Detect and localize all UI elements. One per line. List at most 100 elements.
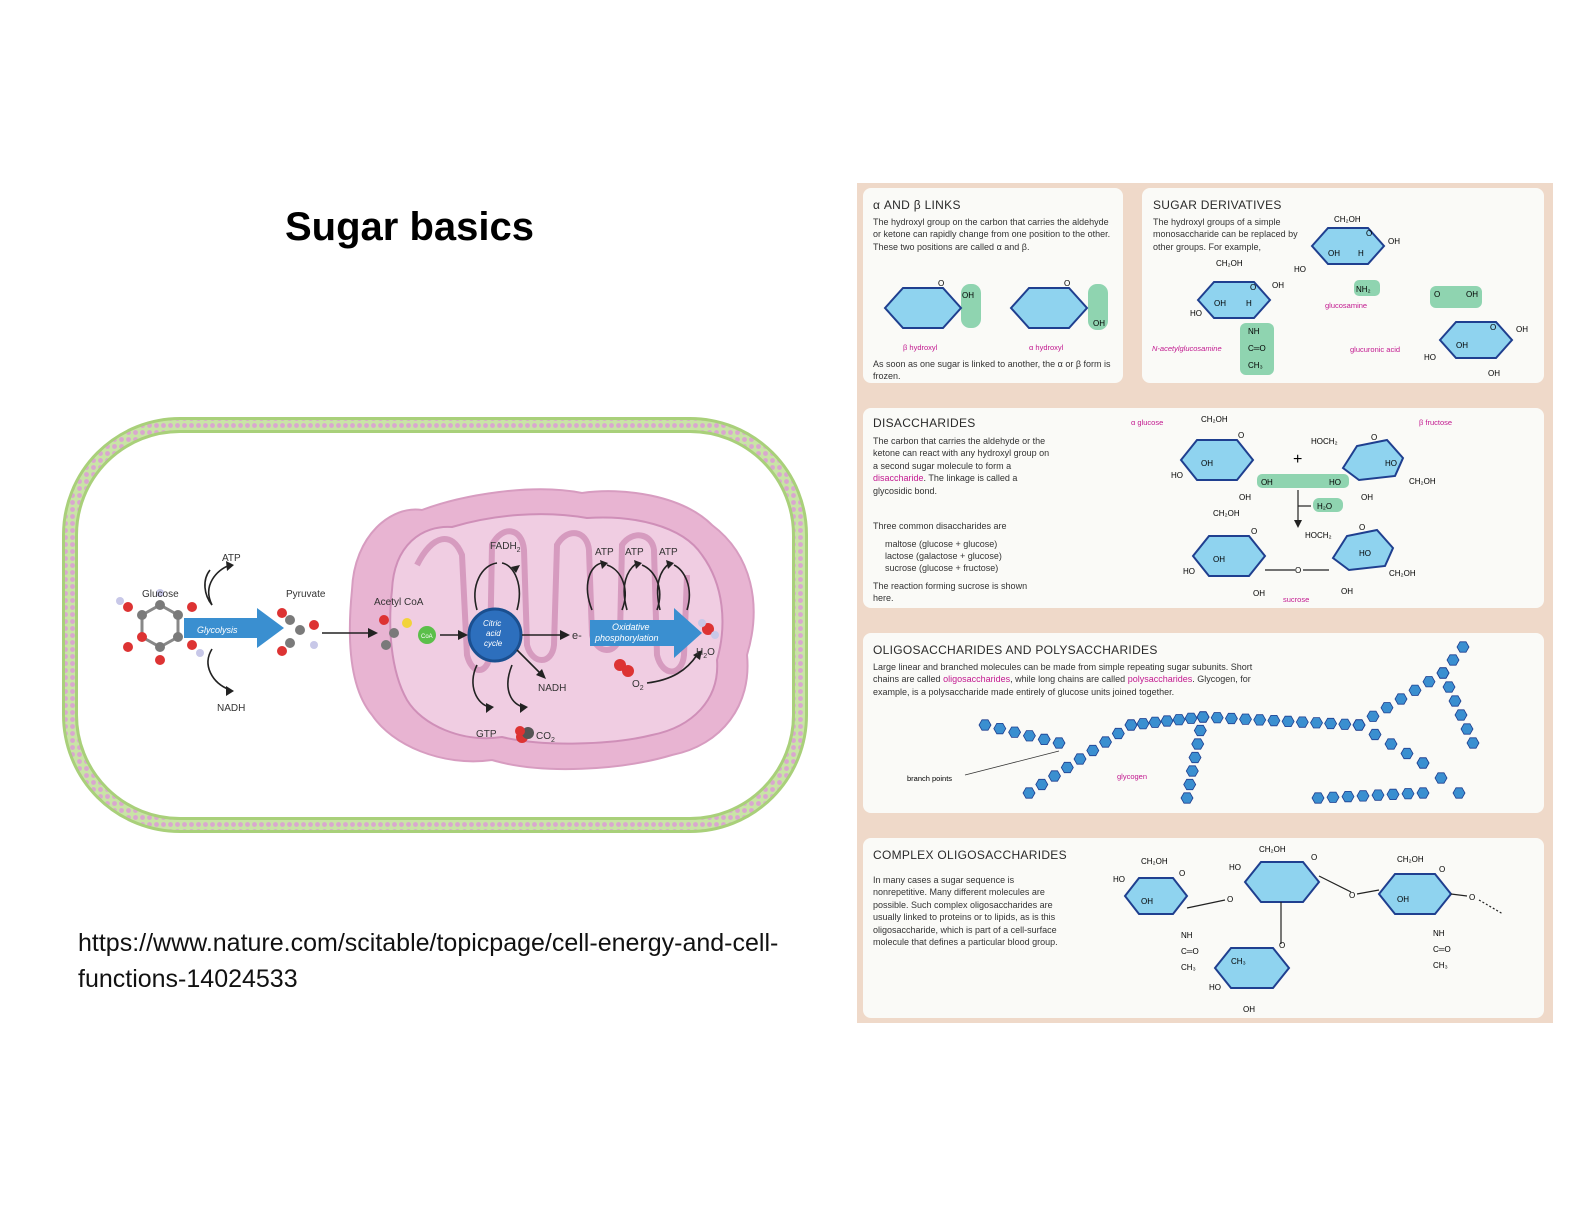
svg-text:CH₂OH: CH₂OH xyxy=(1389,569,1416,578)
glycogen-unit xyxy=(1338,718,1352,730)
svg-text:CH₃: CH₃ xyxy=(1231,957,1246,966)
glycogen-unit xyxy=(1191,738,1205,750)
glucose-molecule xyxy=(116,589,204,665)
pyruvate-label: Pyruvate xyxy=(286,589,326,600)
svg-text:OH: OH xyxy=(1239,493,1251,502)
alpha-glucose-label: α glucose xyxy=(1131,418,1163,427)
glucosamine-label: glucosamine xyxy=(1325,301,1367,310)
complex-ring-1 xyxy=(1123,877,1189,915)
complex-box: COMPLEX OLIGOSACCHARIDES In many cases a… xyxy=(863,838,1544,1018)
svg-text:O: O xyxy=(1349,891,1355,900)
cell-respiration-diagram: Glucose Glycolysis ATP NADH Pyruvate CoA… xyxy=(62,417,808,833)
svg-text:CH₂OH: CH₂OH xyxy=(1259,845,1286,854)
glycogen-unit xyxy=(1341,790,1355,803)
glycogen-unit xyxy=(1371,789,1385,801)
glycogen-unit xyxy=(1442,681,1456,693)
svg-text:C═O: C═O xyxy=(1433,945,1451,954)
atp-label-2: ATP xyxy=(625,547,644,558)
glycogen-unit xyxy=(1183,778,1197,791)
glycogen-unit xyxy=(1008,726,1022,738)
svg-text:CH₂OH: CH₂OH xyxy=(1409,477,1436,486)
svg-text:HO: HO xyxy=(1171,471,1183,480)
svg-text:CH₂OH: CH₂OH xyxy=(1213,509,1240,518)
derivatives-text: The hydroxyl groups of a simple monosacc… xyxy=(1153,217,1298,252)
source-url[interactable]: https://www.nature.com/scitable/topicpag… xyxy=(78,929,779,993)
oligo-text: Large linear and branched molecules can … xyxy=(873,662,1253,697)
svg-text:CH₃: CH₃ xyxy=(1181,963,1196,972)
svg-text:OH: OH xyxy=(1201,459,1213,468)
glycogen-unit xyxy=(1311,792,1325,804)
svg-text:O: O xyxy=(1371,433,1377,442)
svg-text:OH: OH xyxy=(1388,237,1400,246)
svg-text:OH: OH xyxy=(1093,319,1105,328)
glycogen-unit xyxy=(1124,719,1138,731)
glucosamine-ring xyxy=(1310,227,1386,265)
glycogen-unit xyxy=(1394,693,1408,705)
glycogen-unit xyxy=(1400,747,1414,760)
glycogen-unit xyxy=(1460,723,1474,735)
glycogen-unit xyxy=(1099,736,1112,748)
h2o-molecule xyxy=(698,619,719,639)
complex-text: In many cases a sugar sequence is nonrep… xyxy=(873,875,1058,948)
glycogen-unit xyxy=(1239,713,1252,725)
glycogen-unit xyxy=(1281,715,1295,727)
glycogen-unit xyxy=(1185,765,1199,777)
glycogen-unit xyxy=(1253,714,1267,726)
glycogen-unit xyxy=(1224,712,1238,725)
svg-text:HO: HO xyxy=(1183,567,1195,576)
glycogen-unit xyxy=(1446,654,1460,666)
oligo-box: OLIGOSACCHARIDES AND POLYSACCHARIDES Lar… xyxy=(863,633,1544,813)
svg-text:O: O xyxy=(1439,865,1445,874)
svg-text:OH: OH xyxy=(1243,1005,1255,1014)
svg-text:HO: HO xyxy=(1229,863,1241,872)
glycogen-unit xyxy=(1022,787,1036,799)
svg-text:H: H xyxy=(1246,299,1252,308)
svg-text:CH₂OH: CH₂OH xyxy=(1216,259,1243,268)
svg-text:OH: OH xyxy=(1397,895,1409,904)
co2-label: CO2 xyxy=(536,731,555,744)
svg-text:NH: NH xyxy=(1181,931,1193,940)
svg-text:H: H xyxy=(1267,478,1273,487)
n-acetylglucosamine-ring xyxy=(1196,281,1272,319)
svg-text:O: O xyxy=(1279,941,1285,950)
svg-text:O: O xyxy=(1366,229,1372,238)
nadh-label-cycle: NADH xyxy=(538,683,566,694)
svg-text:H: H xyxy=(1358,249,1364,258)
sugar-basics-panel: α AND β LINKS The hydroxyl group on the … xyxy=(857,183,1553,1023)
glycogen-unit xyxy=(1324,717,1338,730)
glycogen-unit xyxy=(1180,792,1194,804)
glycolysis-label: Glycolysis xyxy=(197,625,238,635)
glycogen-unit xyxy=(1356,790,1370,802)
alpha-glucose-ring xyxy=(1179,439,1255,481)
links-footer: As soon as one sugar is linked to anothe… xyxy=(873,359,1111,382)
glycogen-unit xyxy=(1148,716,1162,728)
links-text: The hydroxyl group on the carbon that ca… xyxy=(873,217,1111,252)
derivatives-heading: SUGAR DERIVATIVES xyxy=(1153,198,1282,212)
svg-text:OH: OH xyxy=(1328,249,1340,258)
nadh-label-glycolysis: NADH xyxy=(217,703,245,714)
svg-text:HOCH₂: HOCH₂ xyxy=(1311,437,1338,446)
o2-molecule xyxy=(614,659,634,677)
n-acetylglucosamine-label: N-acetylglucosamine xyxy=(1152,344,1222,353)
glycogen-unit xyxy=(1466,737,1480,749)
sucrose-example: sucrose (glucose + fructose) xyxy=(885,563,999,573)
glycogen-unit xyxy=(1037,733,1051,745)
svg-text:OH: OH xyxy=(1214,299,1226,308)
citric-label-1: Citric xyxy=(483,619,501,628)
electron-label: e- xyxy=(572,630,582,642)
glycogen-unit xyxy=(993,723,1007,735)
svg-text:C═O: C═O xyxy=(1248,344,1266,353)
svg-text:O: O xyxy=(1064,279,1070,288)
glycogen-unit xyxy=(1184,712,1198,724)
svg-text:CH₃: CH₃ xyxy=(1248,361,1263,370)
glycogen-unit xyxy=(1454,709,1468,721)
svg-text:O: O xyxy=(1227,895,1233,904)
svg-text:O: O xyxy=(938,279,944,288)
oligo-heading: OLIGOSACCHARIDES AND POLYSACCHARIDES xyxy=(873,643,1158,657)
svg-text:CH₂OH: CH₂OH xyxy=(1334,215,1361,224)
complex-heading: COMPLEX OLIGOSACCHARIDES xyxy=(873,848,1067,862)
derivatives-box: SUGAR DERIVATIVES The hydroxyl groups of… xyxy=(1142,188,1544,383)
pyruvate-molecule xyxy=(277,608,319,656)
svg-text:OH: OH xyxy=(1272,281,1284,290)
glycogen-unit xyxy=(1448,695,1462,707)
